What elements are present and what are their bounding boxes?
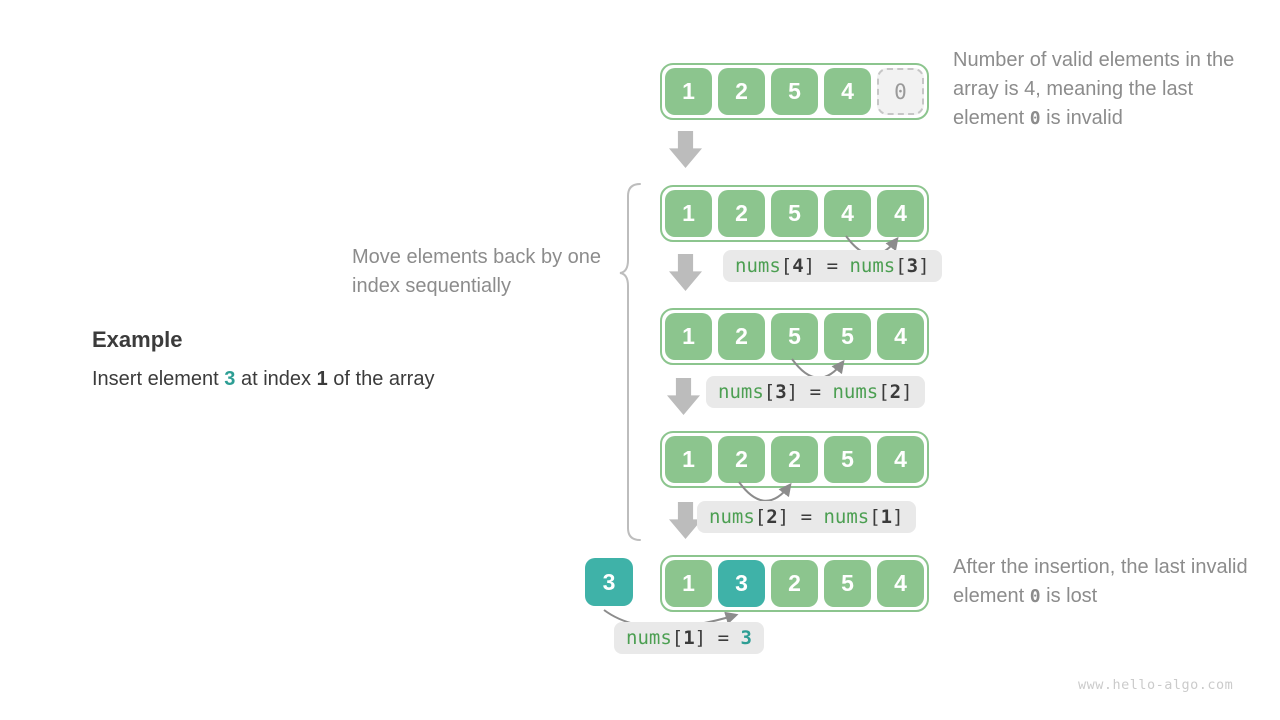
- code-fragment: nums: [709, 506, 755, 528]
- array-cell: 5: [824, 313, 871, 360]
- array-cell: 2: [718, 436, 765, 483]
- array-cell: 5: [771, 68, 818, 115]
- array-cell: 4: [877, 190, 924, 237]
- array-cell: 1: [665, 436, 712, 483]
- array-cell: 5: [824, 436, 871, 483]
- array-cell: 4: [877, 560, 924, 607]
- array-cell: 4: [824, 68, 871, 115]
- code-fragment: [: [878, 381, 890, 403]
- code-fragment: =: [789, 506, 824, 528]
- array-row-step3: 1 2 2 5 4: [660, 431, 929, 488]
- array-cell: 1: [665, 560, 712, 607]
- code-fragment: 1: [880, 506, 893, 528]
- operation-label-2: nums[3] = nums[2]: [706, 376, 925, 408]
- array-cell: 5: [771, 190, 818, 237]
- bottom-note: After the insertion, the last invalid el…: [953, 553, 1255, 611]
- code-fragment: 2: [889, 381, 902, 403]
- array-cell: 2: [771, 560, 818, 607]
- brace-icon: [619, 183, 641, 541]
- code-fragment: ]: [892, 506, 904, 528]
- array-cell: 2: [771, 436, 818, 483]
- note-text: is invalid: [1040, 107, 1123, 129]
- code-fragment: =: [706, 627, 741, 649]
- code-fragment: =: [815, 255, 850, 277]
- code-fragment: nums: [823, 506, 870, 528]
- note-text: Number of valid elements in the array is…: [953, 49, 1235, 129]
- operation-label-4: nums[1] = 3: [614, 622, 764, 654]
- array-cell: 5: [771, 313, 818, 360]
- code-fragment: ]: [786, 381, 799, 403]
- array-cell: 4: [877, 313, 924, 360]
- inserted-element-cell: 3: [585, 558, 633, 606]
- example-text: of the array: [327, 368, 435, 390]
- code-fragment: nums: [832, 381, 879, 403]
- code-fragment: ]: [901, 381, 913, 403]
- array-row-result: 1 3 2 5 4: [660, 555, 929, 612]
- curved-arrow-icon: [738, 481, 792, 502]
- example-heading: Example: [92, 327, 183, 352]
- array-cell: 1: [665, 68, 712, 115]
- code-fragment: 1: [683, 627, 695, 649]
- array-cell: 2: [718, 313, 765, 360]
- invalid-zero-code: 0: [1029, 108, 1041, 129]
- top-note: Number of valid elements in the array is…: [953, 46, 1255, 133]
- array-cell: 2: [718, 68, 765, 115]
- code-fragment: [: [869, 506, 881, 528]
- code-fragment: 3: [906, 255, 919, 277]
- operation-label-3: nums[2] = nums[1]: [697, 501, 916, 533]
- array-row-step2: 1 2 5 5 4: [660, 308, 929, 365]
- example-text: at index: [235, 368, 317, 390]
- array-cell: 1: [665, 190, 712, 237]
- code-fragment: [: [895, 255, 907, 277]
- array-row-initial: 1 2 5 4 0: [660, 63, 929, 120]
- down-arrow-icon: [669, 131, 702, 168]
- move-note: Move elements back by one index sequenti…: [352, 246, 602, 297]
- array-row-step1: 1 2 5 4 4: [660, 185, 929, 242]
- code-fragment: ]: [777, 506, 790, 528]
- code-fragment: [: [754, 506, 767, 528]
- down-arrow-icon: [667, 378, 700, 415]
- code-fragment: 2: [766, 506, 778, 528]
- array-cell: 4: [824, 190, 871, 237]
- code-fragment: ]: [803, 255, 816, 277]
- array-cell: 1: [665, 313, 712, 360]
- code-fragment: 4: [792, 255, 804, 277]
- code-fragment: 3: [740, 627, 752, 649]
- invalid-zero-code: 0: [1029, 586, 1041, 607]
- array-cell-invalid: 0: [877, 68, 924, 115]
- code-fragment: nums: [718, 381, 764, 403]
- down-arrow-icon: [669, 254, 702, 291]
- code-fragment: ]: [694, 627, 707, 649]
- note-text: After the insertion, the last invalid el…: [953, 556, 1248, 607]
- watermark: www.hello-algo.com: [1078, 677, 1234, 693]
- example-description: Insert element 3 at index 1 of the array: [92, 368, 434, 391]
- note-text: is lost: [1040, 585, 1098, 607]
- example-text: Insert element: [92, 368, 225, 390]
- code-fragment: ]: [918, 255, 930, 277]
- code-fragment: nums: [849, 255, 896, 277]
- array-cell: 4: [877, 436, 924, 483]
- code-fragment: [: [780, 255, 793, 277]
- array-cell: 2: [718, 190, 765, 237]
- code-fragment: 3: [775, 381, 787, 403]
- example-insert-index: 1: [316, 368, 328, 390]
- code-fragment: [: [671, 627, 684, 649]
- code-fragment: [: [763, 381, 776, 403]
- code-fragment: nums: [626, 627, 672, 649]
- code-fragment: nums: [735, 255, 781, 277]
- array-cell-inserted: 3: [718, 560, 765, 607]
- example-insert-value: 3: [224, 368, 236, 390]
- code-fragment: =: [798, 381, 833, 403]
- operation-label-1: nums[4] = nums[3]: [723, 250, 942, 282]
- array-cell: 5: [824, 560, 871, 607]
- example-block: Example Insert element 3 at index 1 of t…: [92, 327, 434, 391]
